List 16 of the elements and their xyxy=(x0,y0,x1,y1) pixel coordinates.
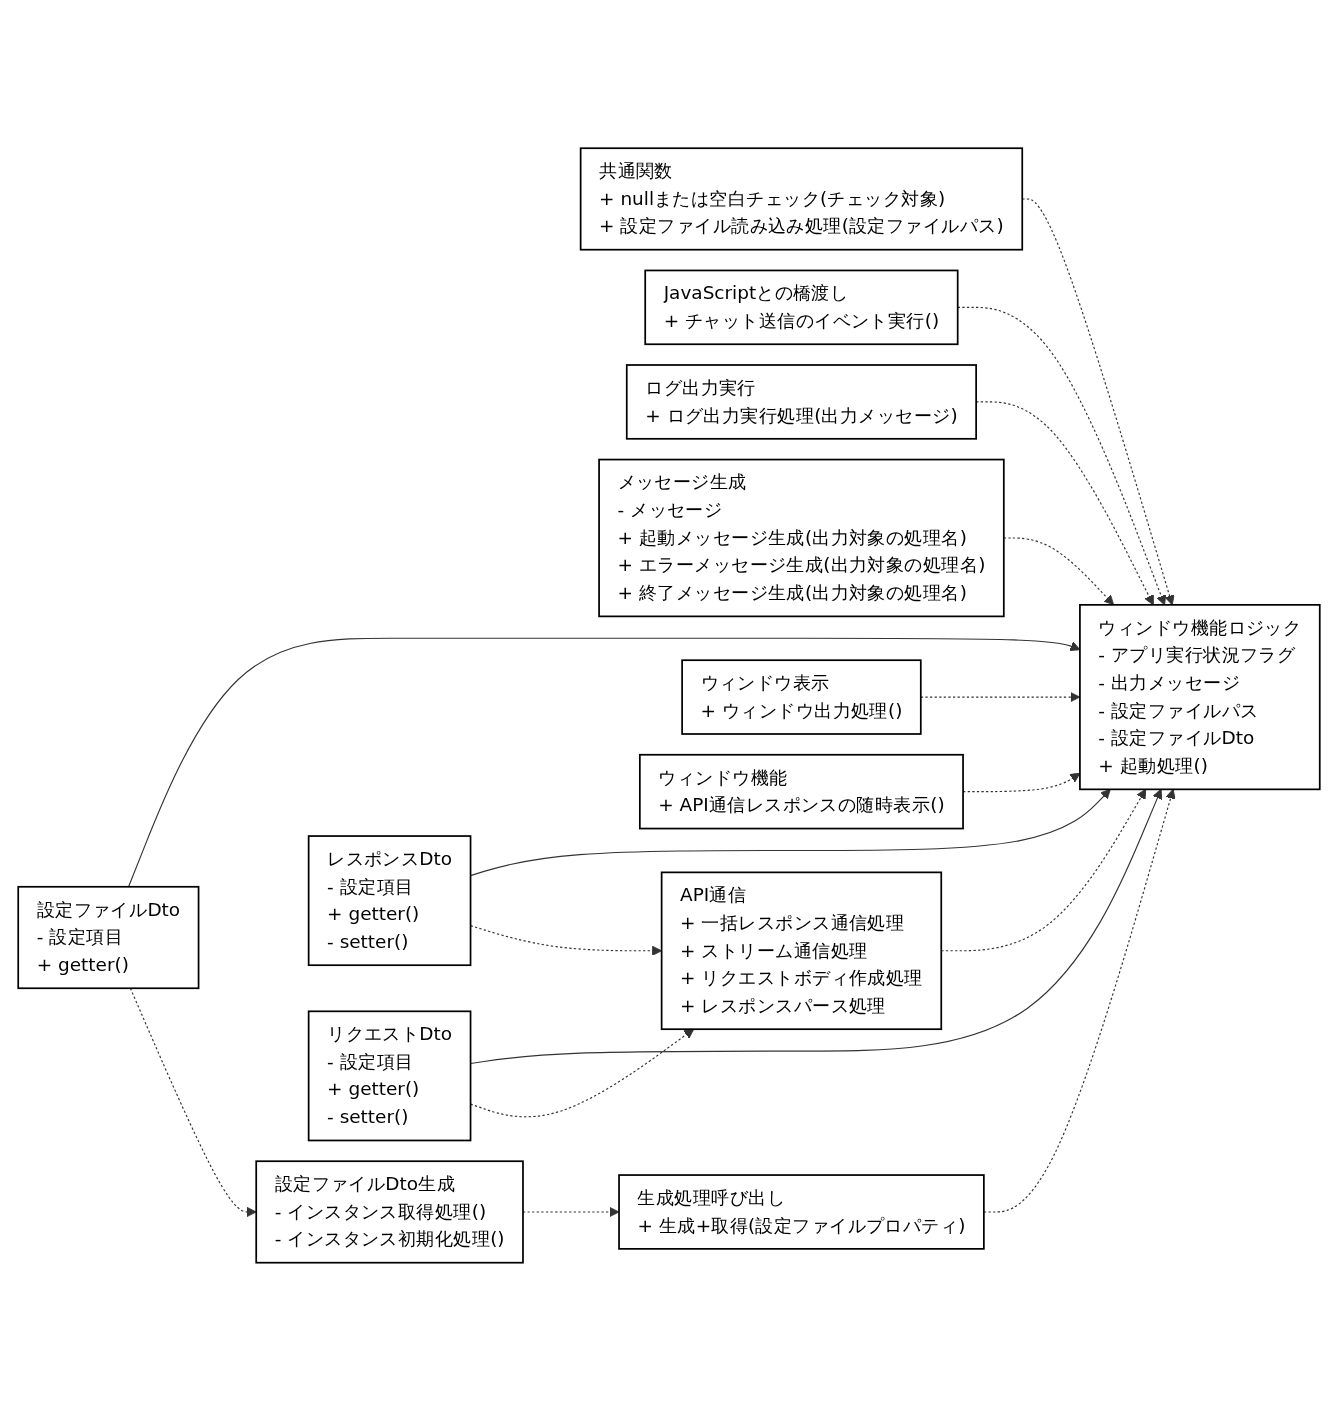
node-box: ウィンドウ機能 + API通信レスポンスの随時表示() xyxy=(638,753,964,829)
arrow xyxy=(983,788,1176,1213)
node-box: レスポンスDto - 設定項目 + getter() - setter() xyxy=(307,834,472,966)
node-box: 共通関数 + nullまたは空白チェック(チェック対象) + 設定ファイル読み込み処理(設定ファイルパス) xyxy=(579,146,1024,251)
node-box: 設定ファイルDto - 設定項目 + getter() xyxy=(17,885,200,989)
node-box: リクエストDto - 設定項目 + getter() - setter() xyxy=(307,1010,472,1141)
node-box: API通信 + 一括レスポンス通信処理 + ストリーム通信処理 + リクエストボディ作成処理 + レスポンスパース処理 xyxy=(660,871,943,1030)
node-box: 生成処理呼び出し + 生成+取得(設定ファイルプロパティ) xyxy=(618,1173,985,1250)
arrow xyxy=(1003,536,1115,605)
node-box: ログ出力実行 + ログ出力実行処理(出力メッセージ) xyxy=(625,363,977,440)
node-box: 設定ファイルDto生成 - インスタンス取得処理() - インスタンス初期化処理() xyxy=(255,1159,524,1264)
arrow xyxy=(522,1206,620,1217)
node-box: ウィンドウ表示 + ウィンドウ出力処理() xyxy=(681,658,922,735)
arrow xyxy=(129,987,257,1217)
node-box: ウィンドウ機能ロジック - アプリ実行状況フラグ - 出力メッセージ - 設定ファイルパス - 設定ファイルDto + 起動処理() xyxy=(1079,603,1321,790)
node-box: メッセージ生成 - メッセージ + 起動メッセージ生成(出力対象の処理名) + エラーメッセージ生成(出力対象の処理名) + 終了メッセージ生成(出力対象の処理名) xyxy=(598,458,1005,617)
